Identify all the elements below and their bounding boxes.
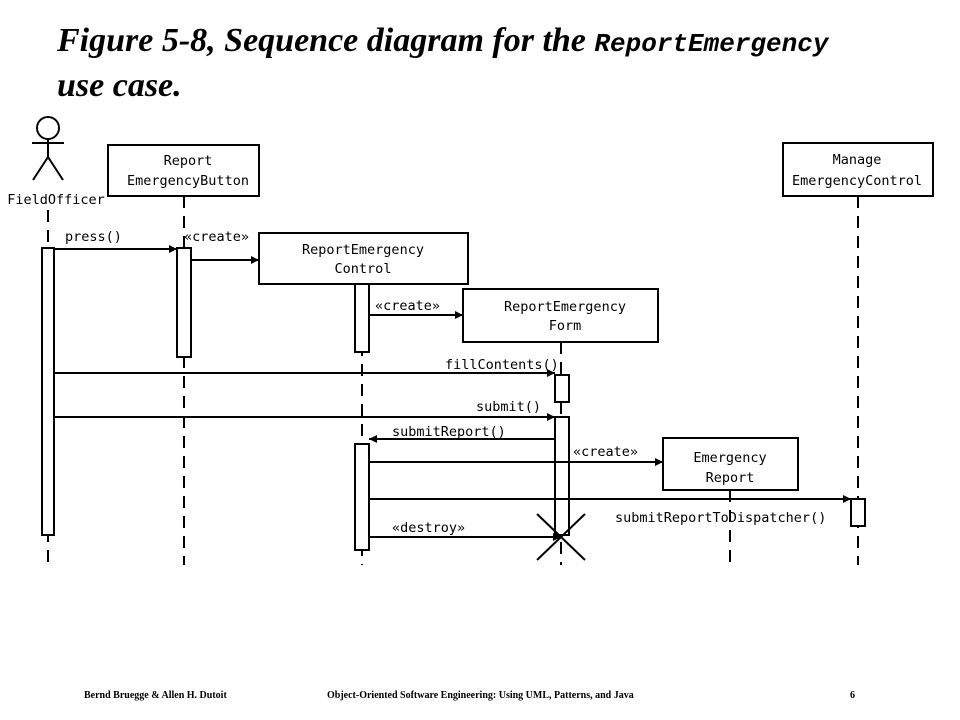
object-label-line2: EmergencyButton — [127, 173, 249, 189]
object-label-line1: Emergency — [693, 450, 766, 466]
activation-manage — [850, 498, 866, 527]
object-label-line2: Control — [335, 261, 392, 277]
actor-field-officer: FieldOfficer — [7, 116, 105, 208]
object-manage-emergency-control: Manage EmergencyControl — [782, 142, 934, 197]
object-label-line1: ReportEmergency — [302, 242, 424, 258]
object-report-emergency-form: ReportEmergency Form — [462, 288, 659, 343]
slide-title: Figure 5-8, Sequence diagram for the Rep… — [57, 20, 937, 107]
message-create-report-label: «create» — [573, 444, 638, 460]
message-submit-label: submit() — [476, 399, 541, 415]
object-label-line1: Report — [164, 153, 213, 169]
actor-head — [36, 116, 60, 140]
activation-control-1 — [354, 283, 370, 353]
activation-control-2 — [354, 443, 370, 551]
destroy-mark — [536, 513, 586, 561]
actor-leg-left — [32, 156, 49, 181]
activation-field-officer — [41, 247, 55, 536]
message-press-label: press() — [65, 229, 122, 245]
object-emergency-report: Emergency Report — [662, 437, 799, 491]
object-label-line1: ReportEmergency — [504, 299, 626, 315]
footer-authors: Bernd Bruegge & Allen H. Dutoit — [84, 690, 227, 701]
actor-label: FieldOfficer — [7, 192, 105, 208]
title-suffix: use case. — [57, 67, 182, 104]
object-label-line1: Manage — [833, 152, 882, 168]
message-dispatch-label: submitReportToDispatcher() — [615, 510, 826, 526]
object-label-line2: Form — [549, 318, 582, 334]
title-prefix: Figure 5-8, Sequence diagram for the — [57, 22, 595, 59]
footer-page-number: 6 — [850, 690, 855, 701]
object-report-emergency-control: ReportEmergency Control — [258, 232, 469, 285]
activation-button — [176, 247, 192, 358]
activation-form-fill — [554, 374, 570, 403]
object-report-emergency-button: Report EmergencyButton — [107, 144, 260, 197]
title-code: ReportEmergency — [594, 29, 829, 59]
footer-book-title: Object-Oriented Software Engineering: Us… — [327, 690, 634, 701]
actor-leg-right — [47, 156, 64, 181]
activation-form-submit — [554, 416, 570, 536]
object-label-line2: EmergencyControl — [792, 173, 922, 189]
message-submit-report-label: submitReport() — [392, 424, 506, 440]
message-fill-contents-label: fillContents() — [445, 357, 559, 373]
message-create-form-label: «create» — [375, 298, 440, 314]
message-create-control-label: «create» — [184, 229, 249, 245]
object-label-line2: Report — [706, 470, 755, 486]
message-destroy-label: «destroy» — [392, 520, 465, 536]
